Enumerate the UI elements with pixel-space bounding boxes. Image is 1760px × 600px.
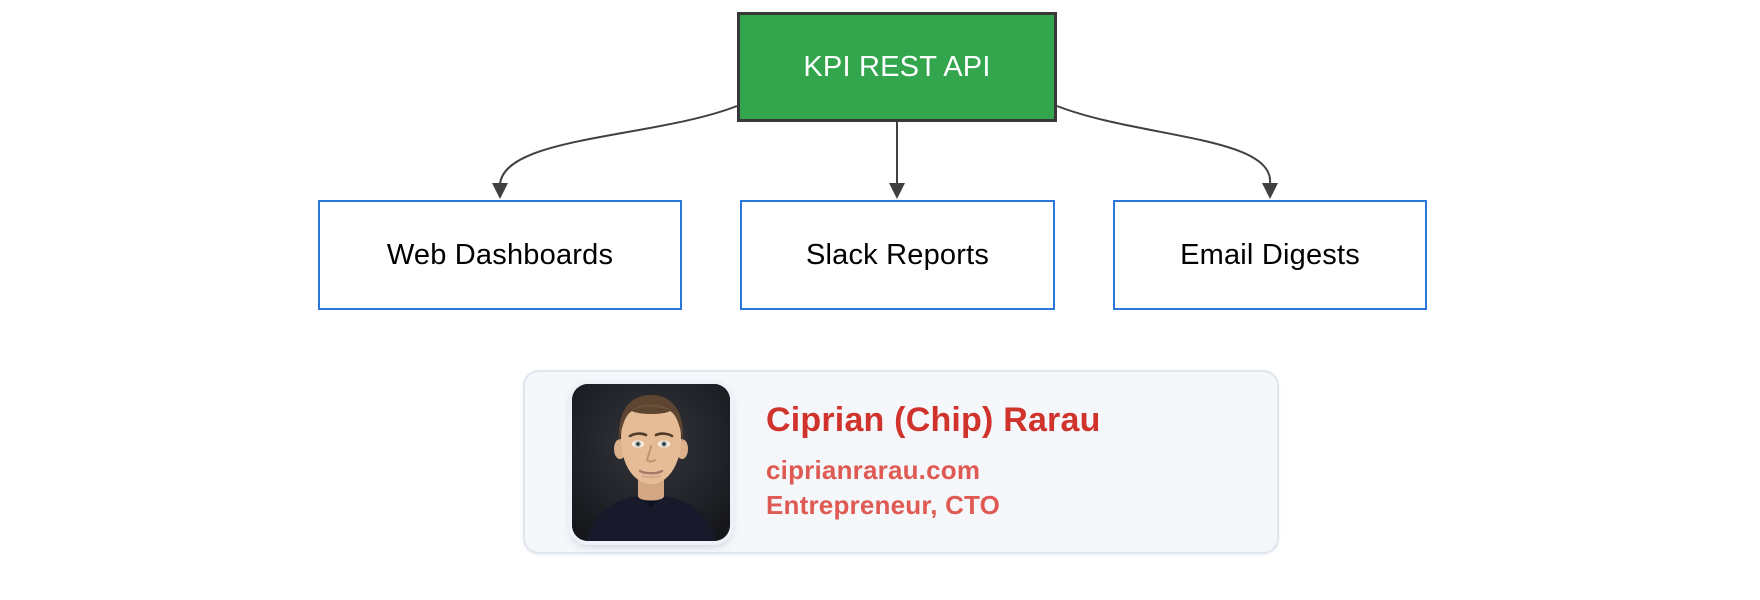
profile-text-block: Ciprian (Chip) Rarau ciprianrarau.com En… <box>766 401 1101 523</box>
node-kpi-rest-api-label: KPI REST API <box>803 50 991 83</box>
profile-website-link[interactable]: ciprianrarau.com <box>766 455 981 486</box>
node-web-dashboards-label: Web Dashboards <box>386 238 614 271</box>
node-kpi-rest-api: KPI REST API <box>737 12 1057 122</box>
profile-card[interactable]: Ciprian (Chip) Rarau ciprianrarau.com En… <box>523 370 1279 554</box>
profile-title: Entrepreneur, CTO <box>766 490 1001 521</box>
node-email-digests: Email Digests <box>1113 200 1427 310</box>
connector-to-email-digests <box>1056 105 1272 185</box>
portrait-photo-icon <box>572 383 730 541</box>
node-email-digests-label: Email Digests <box>1180 238 1360 271</box>
avatar <box>572 383 730 541</box>
node-web-dashboards: Web Dashboards <box>318 200 682 310</box>
profile-name: Ciprian (Chip) Rarau <box>766 400 1101 439</box>
arrowhead-web-dashboards-icon <box>492 183 508 199</box>
arrowhead-email-digests-icon <box>1262 183 1278 199</box>
arrowhead-slack-reports-icon <box>889 183 905 199</box>
node-slack-reports: Slack Reports <box>740 200 1055 310</box>
connector-to-web-dashboards <box>499 105 738 185</box>
node-slack-reports-label: Slack Reports <box>805 238 990 271</box>
